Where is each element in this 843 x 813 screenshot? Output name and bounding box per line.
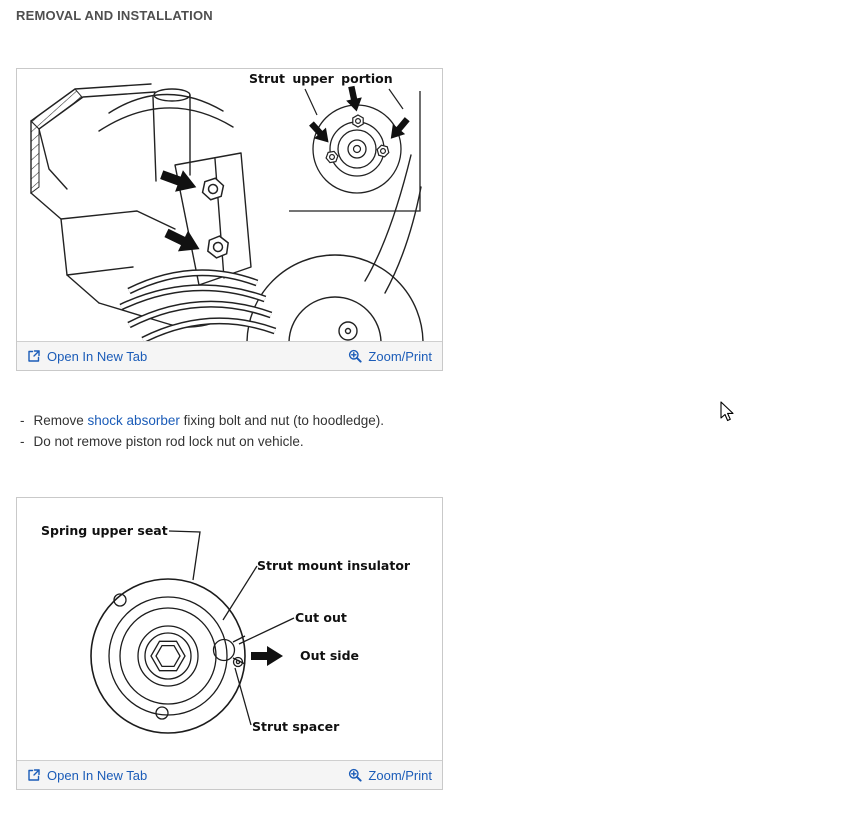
figure-card-strut-mount: Spring upper seat Strut mount insulator … (16, 497, 443, 790)
shock-absorber-link[interactable]: shock absorber (87, 413, 180, 428)
notes: -Remove shock absorber fixing bolt and n… (20, 410, 384, 452)
mouse-cursor (720, 401, 734, 422)
zoom-icon (348, 349, 363, 363)
callout-strut-upper-portion: Strut upper portion (249, 71, 393, 86)
callout-spring-upper-seat: Spring upper seat (41, 523, 168, 538)
note-text: Do not remove piston rod lock nut on veh… (33, 434, 304, 449)
zoom-icon (348, 768, 363, 782)
note-text: fixing bolt and nut (to hoodledge). (179, 413, 384, 428)
note-bullet: - (20, 413, 25, 428)
note-bullet: - (20, 434, 25, 449)
strut-bolts-illustration (30, 83, 424, 341)
zoom-print-link[interactable]: Zoom/Print (348, 349, 432, 364)
open-in-new-tab-icon (27, 349, 41, 363)
callout-strut-mount-insulator: Strut mount insulator (257, 558, 411, 573)
callout-strut-spacer: Strut spacer (252, 719, 340, 734)
zoom-print-link[interactable]: Zoom/Print (348, 768, 432, 783)
callout-cut-out: Cut out (295, 610, 347, 625)
open-in-new-tab-link[interactable]: Open In New Tab (27, 349, 147, 364)
figure-footer: Open In New Tab Zoom/Print (17, 760, 442, 789)
open-in-new-tab-label: Open In New Tab (47, 348, 148, 364)
figure-strut-mount-drawing: Spring upper seat Strut mount insulator … (17, 498, 442, 760)
open-in-new-tab-label: Open In New Tab (47, 767, 148, 783)
zoom-print-label: Zoom/Print (368, 348, 432, 364)
figure-card-strut-bolts: Strut upper portion Open In New Tab (16, 68, 443, 371)
note-piston-rod-lock-nut: -Do not remove piston rod lock nut on ve… (20, 431, 384, 452)
note-remove-shock-absorber: -Remove shock absorber fixing bolt and n… (20, 410, 384, 431)
note-text: Remove (33, 413, 88, 428)
open-in-new-tab-icon (27, 768, 41, 782)
callout-out-side: Out side (300, 648, 360, 663)
strut-mount-illustration (90, 530, 295, 734)
figure-strut-bolts-drawing: Strut upper portion (17, 69, 442, 341)
open-in-new-tab-link[interactable]: Open In New Tab (27, 768, 147, 783)
zoom-print-label: Zoom/Print (368, 767, 432, 783)
figure-footer: Open In New Tab Zoom/Print (17, 341, 442, 370)
page-title: REMOVAL AND INSTALLATION (16, 8, 213, 23)
